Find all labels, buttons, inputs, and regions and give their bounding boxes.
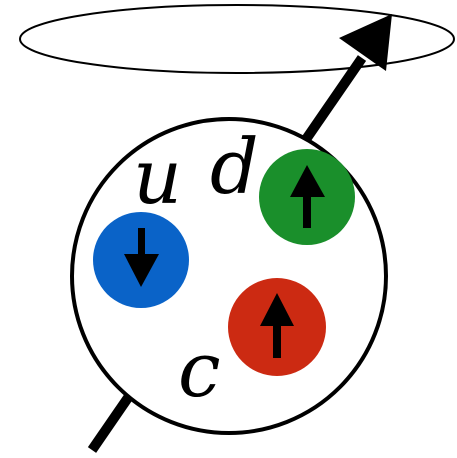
quark-label-c: c — [178, 325, 221, 414]
quark-label-u: u — [133, 132, 182, 221]
quark-d-green — [259, 149, 355, 245]
spin-axis-arrowhead — [339, 14, 392, 71]
quark-label-d: d — [210, 122, 259, 211]
quark-c-red — [228, 278, 326, 376]
quark-u-blue — [93, 212, 189, 308]
